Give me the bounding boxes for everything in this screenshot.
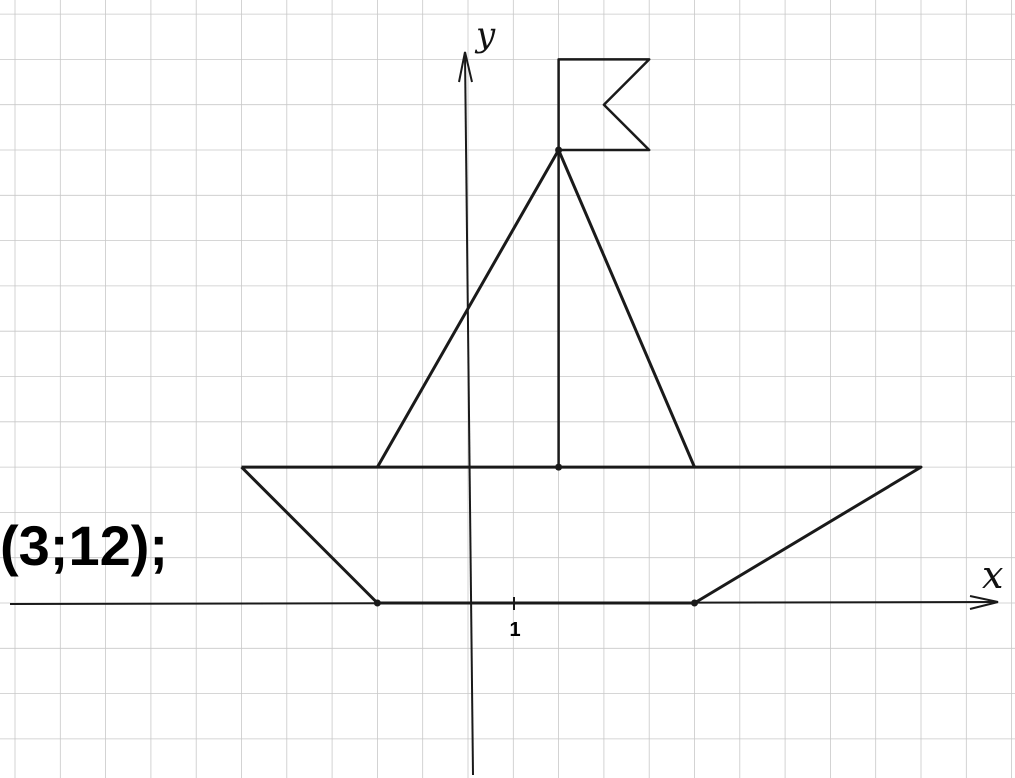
point-marker	[555, 146, 563, 154]
x-axis-arrow-icon	[969, 595, 999, 610]
y-axis-arrow-icon	[458, 51, 473, 83]
coordinate-text: (3;12);	[0, 514, 168, 577]
y-axis	[464, 54, 474, 776]
x-axis-label: x	[982, 553, 1003, 597]
point-marker	[373, 599, 381, 607]
marked-points	[373, 146, 698, 607]
point-marker	[555, 463, 563, 471]
point-marker	[691, 599, 698, 607]
y-axis-label: y	[474, 15, 496, 55]
sailboat	[240, 58, 923, 607]
boat-flag	[557, 58, 651, 152]
boat-hull	[240, 465, 923, 605]
x-tick-label-1: 1	[509, 619, 520, 641]
axes	[9, 51, 999, 776]
boat-sail	[376, 148, 696, 468]
